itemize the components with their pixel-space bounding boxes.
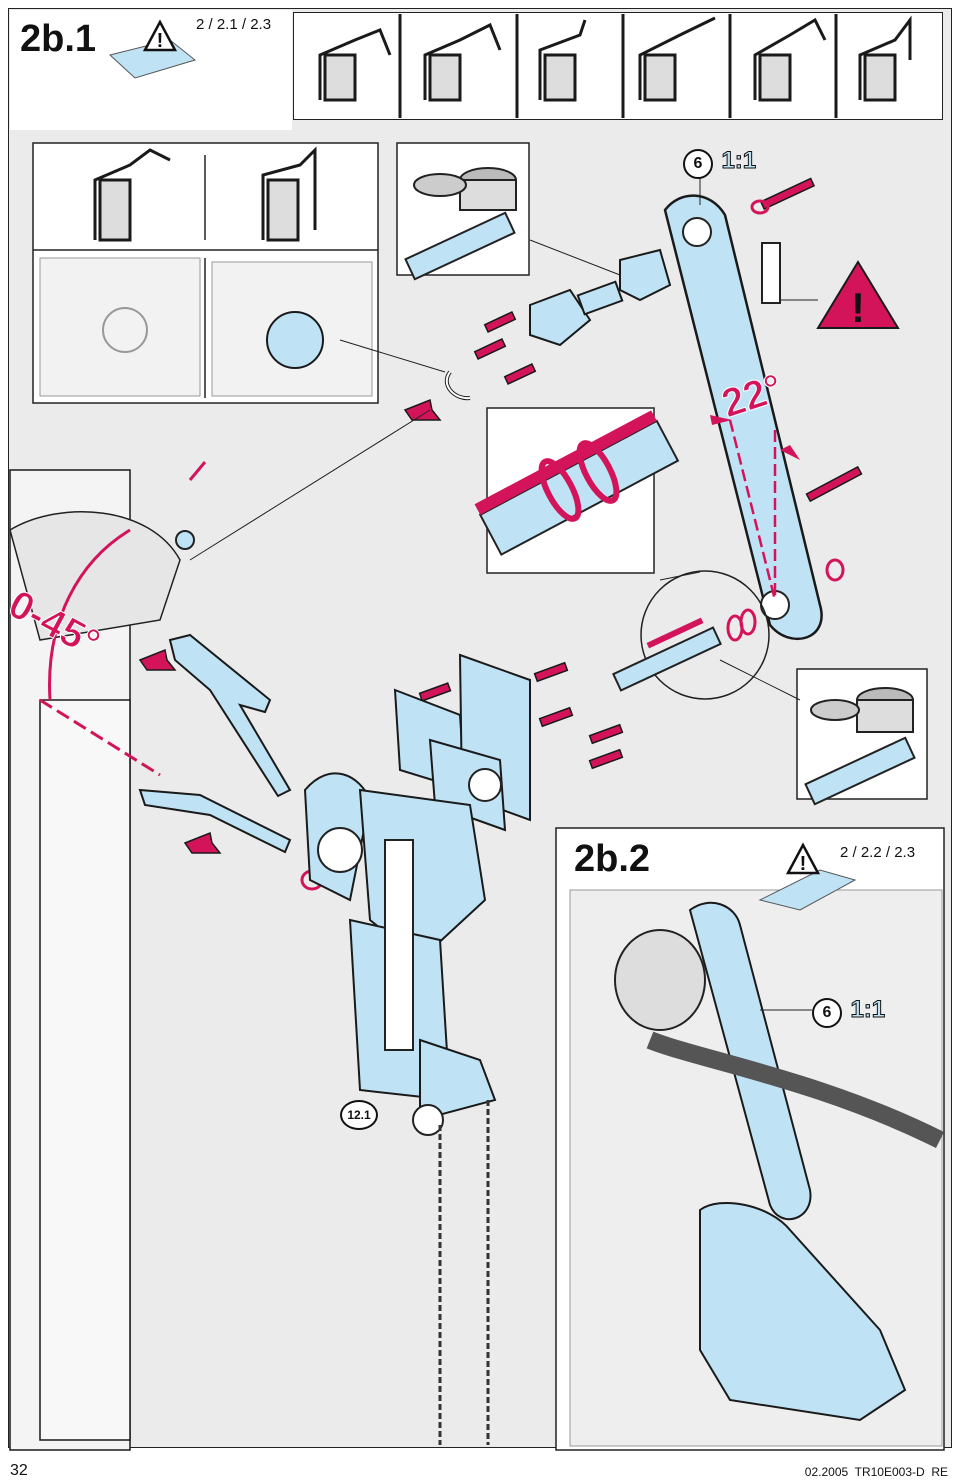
svg-text:!: !	[800, 853, 807, 875]
scale-callout-inset: 6 1:1	[812, 996, 886, 1028]
drive-arm	[663, 194, 823, 641]
section-refs-inset: 2 / 2.2 / 2.3	[840, 844, 916, 861]
doc-code: 02.2005 TR10E003-D RE	[804, 1465, 948, 1479]
grease-tin-icon	[413, 167, 517, 211]
part-callout: 12.1	[340, 1100, 378, 1130]
warning-triangle-icon	[142, 19, 178, 52]
section-id-inset: 2b.2	[574, 838, 651, 880]
door-track-icon	[318, 14, 912, 118]
scale-ratio: 1:1	[721, 147, 757, 175]
page-number: 32	[10, 1462, 28, 1479]
section-refs-main: 2 / 2.1 / 2.3	[196, 16, 272, 33]
scale-ratio: 1:1	[850, 996, 886, 1024]
section-id-main: 2b.1	[20, 18, 97, 60]
svg-text:!: !	[157, 30, 164, 52]
svg-text:!: !	[851, 284, 865, 331]
scale-callout-top: 6 1:1	[683, 147, 757, 179]
callout-number: 6	[812, 998, 842, 1028]
callout-number: 6	[683, 149, 713, 179]
